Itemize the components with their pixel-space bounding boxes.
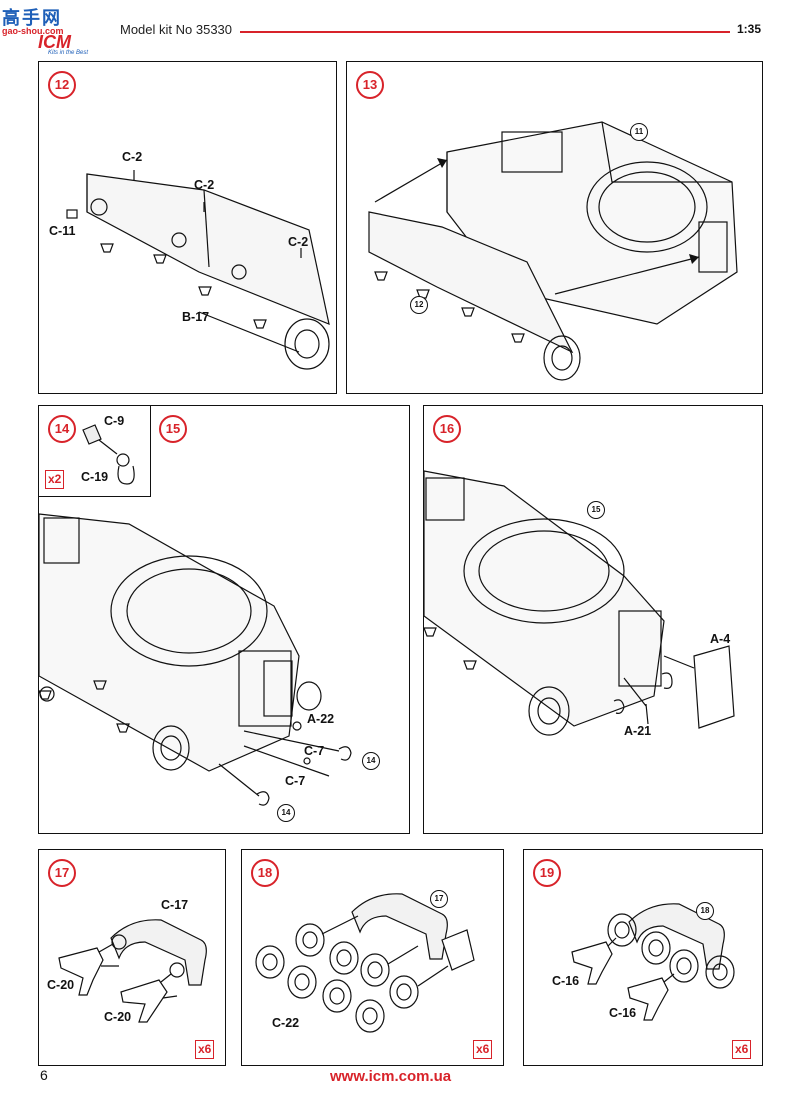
part-label-a22: A-22 (307, 712, 335, 726)
step-ref-17: 17 (430, 890, 448, 908)
step-16-drawing (424, 470, 735, 736)
step-13-drawing (368, 121, 738, 381)
page-number: 6 (40, 1067, 48, 1083)
part-label-c16-a: C-16 (552, 974, 580, 988)
step-19-drawing (571, 903, 735, 1021)
logo-site-text: gao-shou.com (2, 26, 64, 36)
step-19-panel: 19 18 C-16 C-16 x6 (523, 849, 763, 1066)
part-label-c7-b: C-7 (285, 774, 306, 788)
step-ref-11: 11 (630, 123, 648, 141)
step-ref-14-a: 14 (362, 752, 380, 770)
part-label-c17: C-17 (161, 898, 189, 912)
step-17-number: 17 (48, 859, 76, 887)
step-17-drawing (58, 919, 207, 1023)
step-18-panel: 18 17 C-22 x6 (241, 849, 504, 1066)
step-ref-15: 15 (587, 501, 605, 519)
header-divider (240, 31, 730, 33)
step-14-panel: 14 C-9 C-19 x2 (38, 405, 151, 497)
part-label-c20-b: C-20 (104, 1010, 132, 1024)
step-12-number: 12 (48, 71, 76, 99)
quantity-multiplier: x6 (473, 1040, 493, 1059)
step-12-panel: 12 C-2 C-2 C-2 C-11 B-17 (38, 61, 337, 394)
step-12-drawing (66, 170, 330, 370)
quantity-multiplier: x6 (195, 1040, 215, 1059)
step-15-number: 15 (159, 415, 187, 443)
part-label-a4: A-4 (710, 632, 731, 646)
part-label-c9: C-9 (104, 414, 125, 428)
step-ref-18: 18 (696, 902, 714, 920)
part-label-a21: A-21 (624, 724, 652, 738)
part-label-c16-b: C-16 (609, 1006, 637, 1020)
brand-logo: 高手网 gao-shou.com ICM Kits in the Best (2, 4, 110, 60)
step-16-number: 16 (433, 415, 461, 443)
step-19-number: 19 (533, 859, 561, 887)
step-18-drawing (255, 893, 475, 1033)
step-14-drawing (82, 424, 135, 485)
part-label-c19: C-19 (81, 470, 109, 484)
scale-label: 1:35 (737, 22, 762, 36)
logo-chinese-text: 高手网 (2, 8, 62, 28)
part-label-b17: B-17 (182, 310, 210, 324)
quantity-multiplier: x6 (732, 1040, 752, 1059)
step-ref-12: 12 (410, 296, 428, 314)
part-label-c2-c: C-2 (288, 235, 309, 249)
logo-tagline: Kits in the Best (48, 50, 89, 56)
step-14-number: 14 (48, 415, 76, 443)
part-label-c11: C-11 (49, 224, 76, 238)
step-ref-14-b: 14 (277, 804, 295, 822)
part-label-c7-a: C-7 (304, 744, 325, 758)
logo-icm-mark: ICM (38, 32, 71, 52)
page-title: Model kit No 35330 (120, 22, 233, 37)
step-15-drawing (39, 513, 352, 806)
website-link[interactable]: www.icm.com.ua (330, 1068, 452, 1085)
road-wheels (255, 923, 419, 1033)
quantity-multiplier: x2 (45, 470, 65, 489)
step-13-number: 13 (356, 71, 384, 99)
step-16-panel: 16 15 A-4 A-21 (423, 405, 763, 834)
part-label-c2-b: C-2 (194, 178, 215, 192)
part-label-c22: C-22 (272, 1016, 300, 1030)
step-13-panel: 13 11 12 (346, 61, 763, 394)
step-18-number: 18 (251, 859, 279, 887)
part-label-c20-a: C-20 (47, 978, 75, 992)
part-label-c2-a: C-2 (122, 150, 143, 164)
step-17-panel: 17 C-17 C-20 C-20 x6 (38, 849, 226, 1066)
